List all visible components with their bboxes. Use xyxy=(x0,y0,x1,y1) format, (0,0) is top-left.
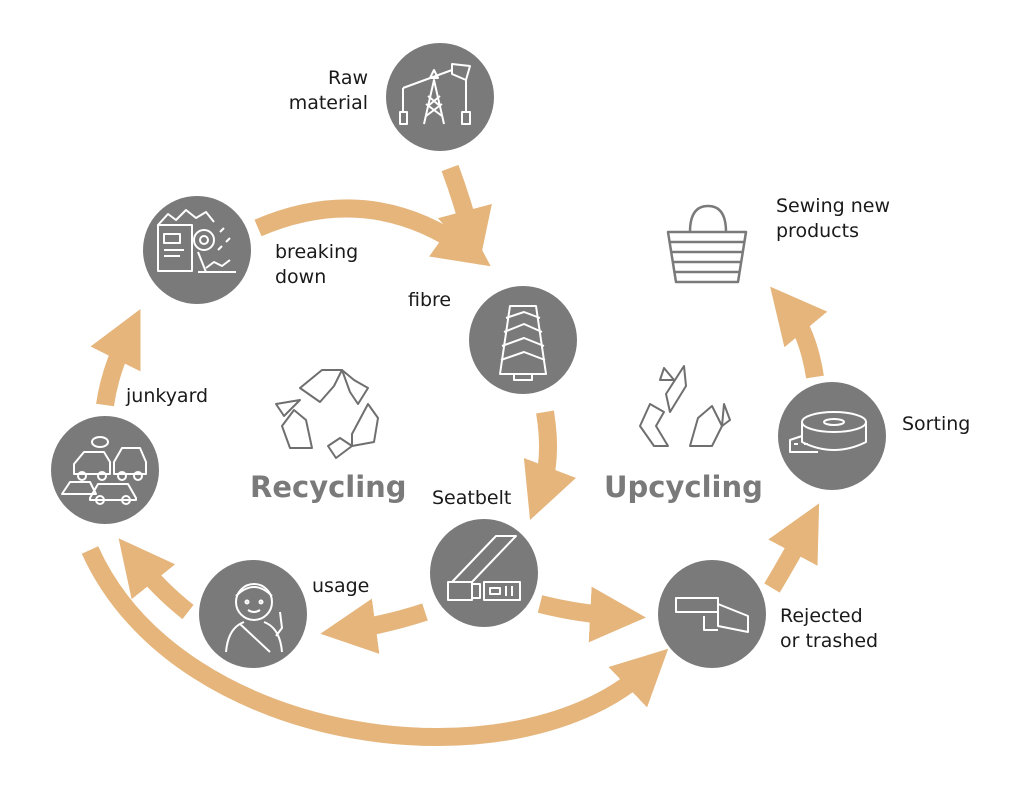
thread-spool-icon xyxy=(499,305,547,381)
node-junkyard xyxy=(51,416,159,524)
upcycle-symbol-icon xyxy=(639,365,731,447)
label-rejected: Rejected or trashed xyxy=(780,605,879,652)
label-junkyard: junkyard xyxy=(126,385,209,407)
label-raw-material: Raw material xyxy=(288,67,368,114)
driver-wearing-seatbelt-icon xyxy=(225,583,283,653)
arrow-junkyard-to-breaking xyxy=(90,309,141,407)
label-sewing: Sewing new products xyxy=(776,195,890,242)
seatbelt-buckle-icon xyxy=(447,535,521,601)
arrow-fibre-to-seatbelt xyxy=(523,410,577,521)
rolled-strap-icon xyxy=(789,411,867,453)
arrow-sorting-to-sewing xyxy=(770,286,828,379)
scrap-cars-icon xyxy=(61,436,147,505)
flow-arrows xyxy=(81,164,828,746)
label-fibre: fibre xyxy=(408,289,452,311)
arrow-seatbelt-to-rejected xyxy=(537,586,646,643)
shredder-machine-icon xyxy=(157,209,236,273)
heading-recycling: Recycling xyxy=(250,470,407,504)
label-breaking-down: breaking down xyxy=(275,241,359,288)
arrow-junkyard-to-rejected xyxy=(81,546,669,746)
arrow-raw-to-fibre xyxy=(437,164,492,265)
strap-piece-icon xyxy=(675,597,749,633)
node-seatbelt xyxy=(430,519,538,627)
label-seatbelt: Seatbelt xyxy=(432,487,512,509)
arrow-breaking-to-fibre xyxy=(254,199,491,267)
woven-bag-icon xyxy=(666,204,748,284)
heading-upcycling: Upcycling xyxy=(604,470,763,504)
label-usage: usage xyxy=(312,575,370,597)
arrow-rejected-to-sorting xyxy=(764,503,820,593)
node-raw-material xyxy=(386,43,494,151)
node-usage xyxy=(199,560,307,668)
arrow-seatbelt-to-usage xyxy=(320,598,428,654)
node-breaking-down xyxy=(143,196,251,304)
oil-derrick-icon xyxy=(399,63,471,125)
node-fibre xyxy=(469,286,577,394)
recycle-symbol-icon xyxy=(275,369,379,459)
node-rejected xyxy=(658,560,766,668)
label-sorting: Sorting xyxy=(902,413,971,435)
node-sorting xyxy=(778,382,886,490)
arrow-usage-to-junkyard xyxy=(118,538,194,620)
